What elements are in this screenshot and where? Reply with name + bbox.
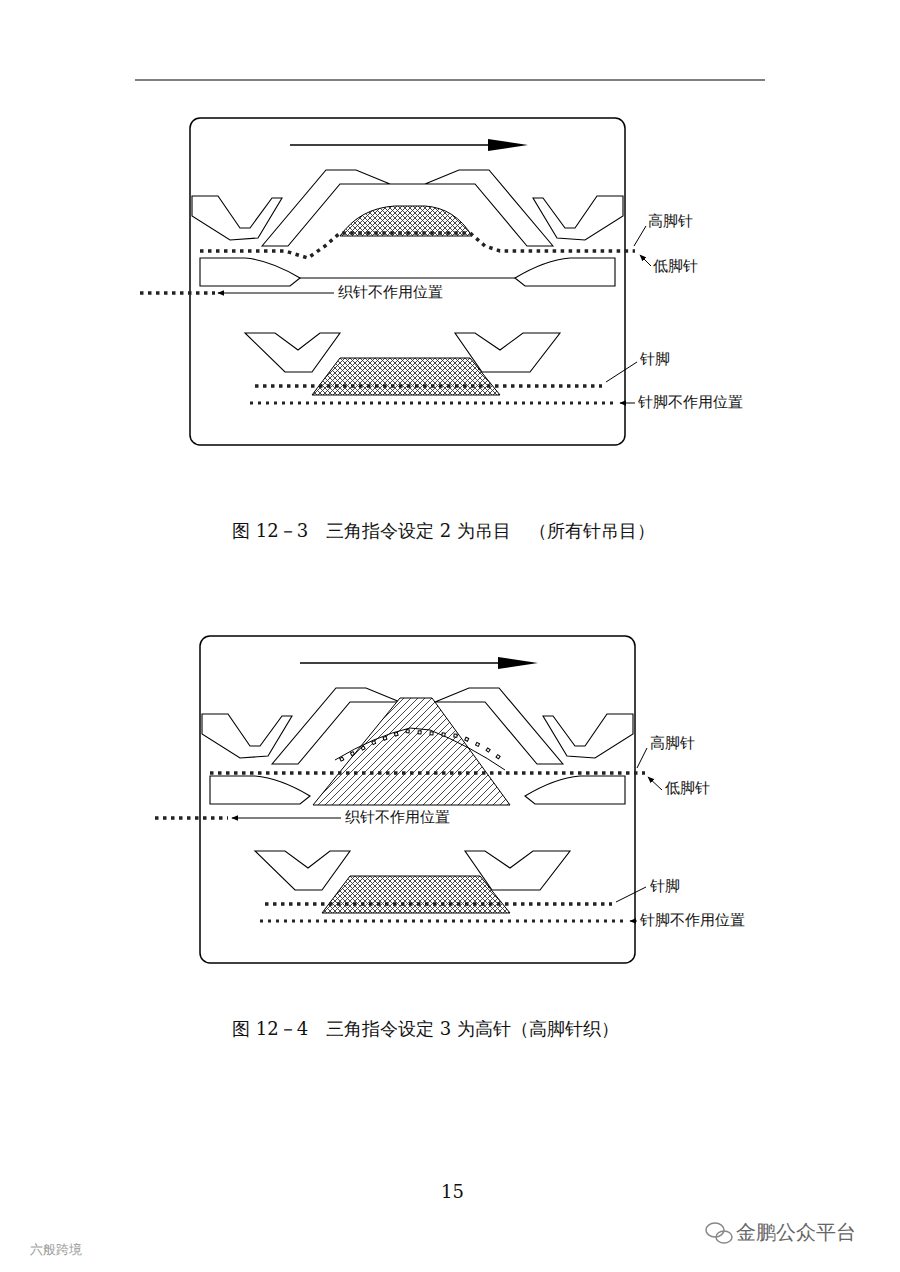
watermark: 金鹏公众平台 xyxy=(736,1220,856,1244)
figure-12-3 xyxy=(140,118,635,445)
wechat-icon xyxy=(706,1223,732,1243)
watermark: 六般跨境 xyxy=(30,1242,82,1258)
part-label: 织针不作用位置 xyxy=(338,283,443,301)
part-label: 低脚针 xyxy=(665,779,710,797)
part-label: 高脚针 xyxy=(648,212,693,230)
part-label: 针脚不作用位置 xyxy=(640,911,745,929)
figure-caption: 图 12－3 三角指令设定 2 为吊目 （所有针吊目） xyxy=(232,520,655,542)
figure-caption: 图 12－4 三角指令设定 3 为高针（高脚针织） xyxy=(232,1018,619,1040)
header-rule xyxy=(135,79,765,80)
part-label: 低脚针 xyxy=(653,257,698,275)
part-label: 针脚 xyxy=(650,877,680,895)
part-label: 针脚不作用位置 xyxy=(638,393,743,411)
part-label: 针脚 xyxy=(640,350,670,368)
part-label: 高脚针 xyxy=(650,734,695,752)
page-number: 15 xyxy=(441,1181,464,1203)
figure-12-4 xyxy=(155,636,645,963)
leader-lines xyxy=(218,226,662,921)
part-label: 织针不作用位置 xyxy=(345,808,450,826)
